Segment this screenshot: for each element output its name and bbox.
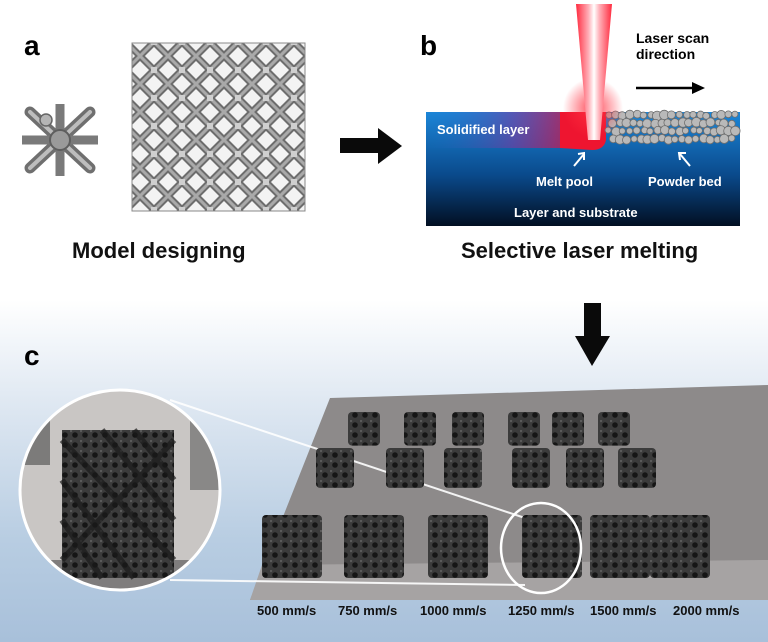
powder-particle	[625, 109, 635, 120]
melt-pool-label: Melt pool	[536, 174, 594, 189]
speed-label-1000: 1000 mm/s	[420, 603, 487, 618]
powder-particle	[618, 127, 626, 135]
panel-b-letter: b	[420, 30, 438, 61]
panel-a-letter: a	[24, 30, 40, 61]
powder-bed-pointer-icon	[677, 152, 691, 167]
lattice-model	[131, 42, 306, 212]
powder-bed-label: Powder bed	[648, 174, 722, 189]
unit-cell-icon	[22, 104, 98, 176]
lattice-sample	[522, 515, 582, 578]
speed-label-500: 500 mm/s	[257, 603, 317, 618]
layer-substrate-label: Layer and substrate	[514, 205, 638, 220]
powder-particle	[630, 135, 638, 143]
powder-particle	[727, 134, 736, 142]
lattice-sample	[316, 448, 354, 488]
lattice-sample	[566, 448, 604, 488]
powder-particle	[622, 135, 632, 145]
highlight-circle	[499, 501, 583, 595]
panel-a-caption: Model designing	[72, 238, 246, 263]
down-arrow-icon	[575, 303, 610, 366]
powder-particle	[728, 119, 736, 128]
powder-particle	[639, 111, 648, 120]
laser-scan-label-line1: Laser scan	[636, 30, 710, 46]
lattice-sample	[404, 412, 436, 446]
powder-particle	[731, 110, 739, 118]
lattice-samples	[262, 412, 710, 578]
powder-particle	[689, 110, 697, 119]
lattice-sample	[428, 515, 488, 578]
powder-particle	[667, 127, 676, 136]
lattice-sample	[344, 515, 404, 578]
speed-label-2000: 2000 mm/s	[673, 603, 740, 618]
powder-particle	[649, 133, 660, 144]
powder-particle	[724, 110, 733, 119]
lattice-sample	[618, 448, 656, 488]
powder-particle	[684, 135, 693, 145]
powder-particle	[626, 127, 634, 135]
lattice-sample	[262, 515, 322, 578]
lattice-sample	[650, 515, 710, 578]
lattice-sample	[348, 412, 380, 446]
panel-c	[18, 385, 768, 600]
inset-border	[18, 388, 222, 592]
powder-particle	[632, 126, 641, 135]
powder-particle	[675, 110, 684, 119]
panel-b-caption: Selective laser melting	[461, 238, 699, 263]
lattice-sample	[590, 515, 650, 578]
powder-particle	[663, 118, 672, 127]
speed-label-1500: 1500 mm/s	[590, 603, 657, 618]
powder-particle	[660, 125, 670, 135]
powder-particle	[683, 111, 691, 119]
solidified-layer-label: Solidified layer	[437, 122, 530, 137]
panel-c-letter: c	[24, 340, 40, 371]
powder-particle	[703, 126, 712, 135]
laser-beam	[576, 4, 612, 140]
lattice-sample	[508, 412, 540, 446]
laser-scan-label: Laser scan direction	[636, 30, 709, 62]
powder-particle	[705, 117, 716, 128]
panel-b	[426, 4, 741, 226]
powder-particle	[702, 112, 710, 120]
lattice-sample	[444, 448, 482, 488]
panel-a	[22, 42, 402, 212]
lattice-sample	[552, 412, 584, 446]
lattice-sample	[452, 412, 484, 446]
powder-particle	[691, 135, 700, 143]
melt-pool-pointer-icon	[573, 151, 585, 167]
powder-particle	[716, 110, 726, 120]
scan-direction-arrow-icon	[636, 82, 705, 94]
speed-label-750: 750 mm/s	[338, 603, 398, 618]
right-arrow-icon	[340, 128, 402, 164]
laser-scan-label-line2: direction	[636, 46, 696, 62]
lattice-sample	[598, 412, 630, 446]
lattice-sample	[512, 448, 550, 488]
lattice-sample	[386, 448, 424, 488]
speed-label-1250: 1250 mm/s	[508, 603, 575, 618]
powder-particle	[730, 125, 741, 137]
powder-particle	[666, 110, 676, 120]
powder-particle	[681, 127, 690, 135]
powder-particle	[719, 133, 730, 144]
powder-particle	[646, 127, 654, 135]
powder-particle	[705, 135, 715, 145]
magnified-inset	[20, 390, 220, 590]
powder-particle	[695, 127, 703, 135]
powder-particle	[671, 135, 679, 144]
powder-particle	[629, 119, 638, 127]
